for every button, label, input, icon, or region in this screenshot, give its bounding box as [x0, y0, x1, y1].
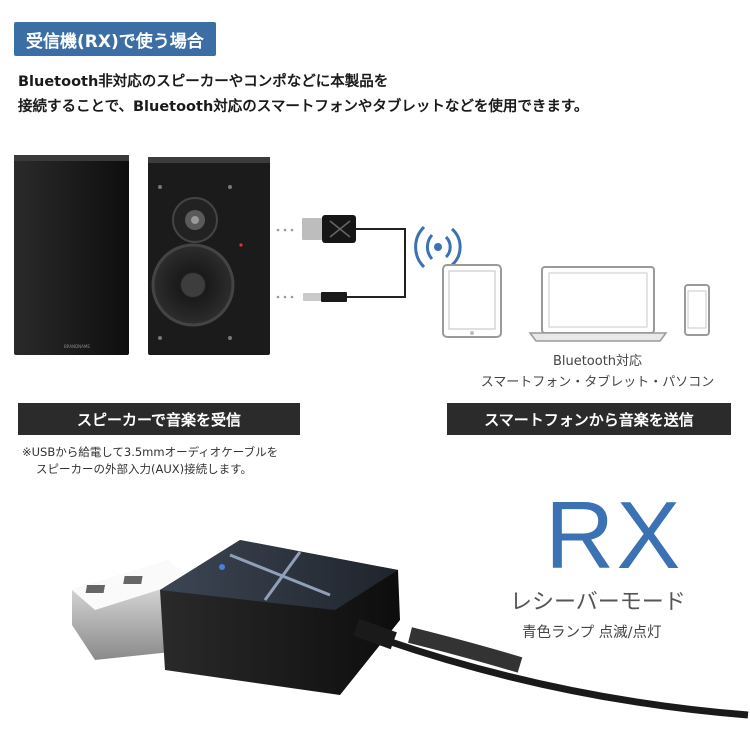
usb-plug — [72, 560, 190, 660]
audio-cable — [347, 228, 406, 298]
adapter-body — [160, 540, 400, 695]
label-send-from-phone: スマートフォンから音楽を送信 — [447, 403, 731, 435]
section-title-badge: 受信機(RX)で使う場合 — [14, 22, 216, 56]
tablet-icon — [442, 264, 502, 338]
audio-jack — [303, 292, 347, 302]
devices-caption-line-2: スマートフォン・タブレット・パソコン — [480, 375, 715, 390]
connector-dots — [276, 228, 294, 299]
description-line-1: Bluetooth非対応のスピーカーやコンポなどに本製品を — [18, 74, 389, 90]
aux-cable — [353, 618, 749, 719]
svg-text:BRANDNAME: BRANDNAME — [64, 344, 90, 349]
speaker-right — [148, 157, 270, 355]
usage-illustration: BRANDNAME — [14, 155, 710, 355]
description-line-2: 接続することで、Bluetooth対応のスマートフォンやタブレットなどを使用でき… — [18, 99, 589, 115]
lamp-status-label: 青色ランプ 点滅/点灯 — [522, 625, 662, 641]
label-receive-on-speaker: スピーカーで音楽を受信 — [18, 403, 300, 435]
adapter-photo — [72, 540, 749, 719]
laptop-icon — [528, 266, 668, 342]
devices-caption-line-1: Bluetooth対応 — [552, 354, 643, 369]
usb-adapter — [302, 215, 356, 243]
speaker-left: BRANDNAME — [14, 155, 129, 355]
smartphone-icon — [684, 284, 710, 336]
note-line-1: ※USBから給電して3.5mmオーディオケーブルを — [22, 445, 279, 459]
rx-mode-title: RX — [545, 482, 683, 589]
wireless-icon — [414, 225, 462, 269]
receiver-mode-label: レシーバーモード — [510, 590, 686, 615]
note-line-2: スピーカーの外部入力(AUX)接続します。 — [36, 462, 252, 476]
